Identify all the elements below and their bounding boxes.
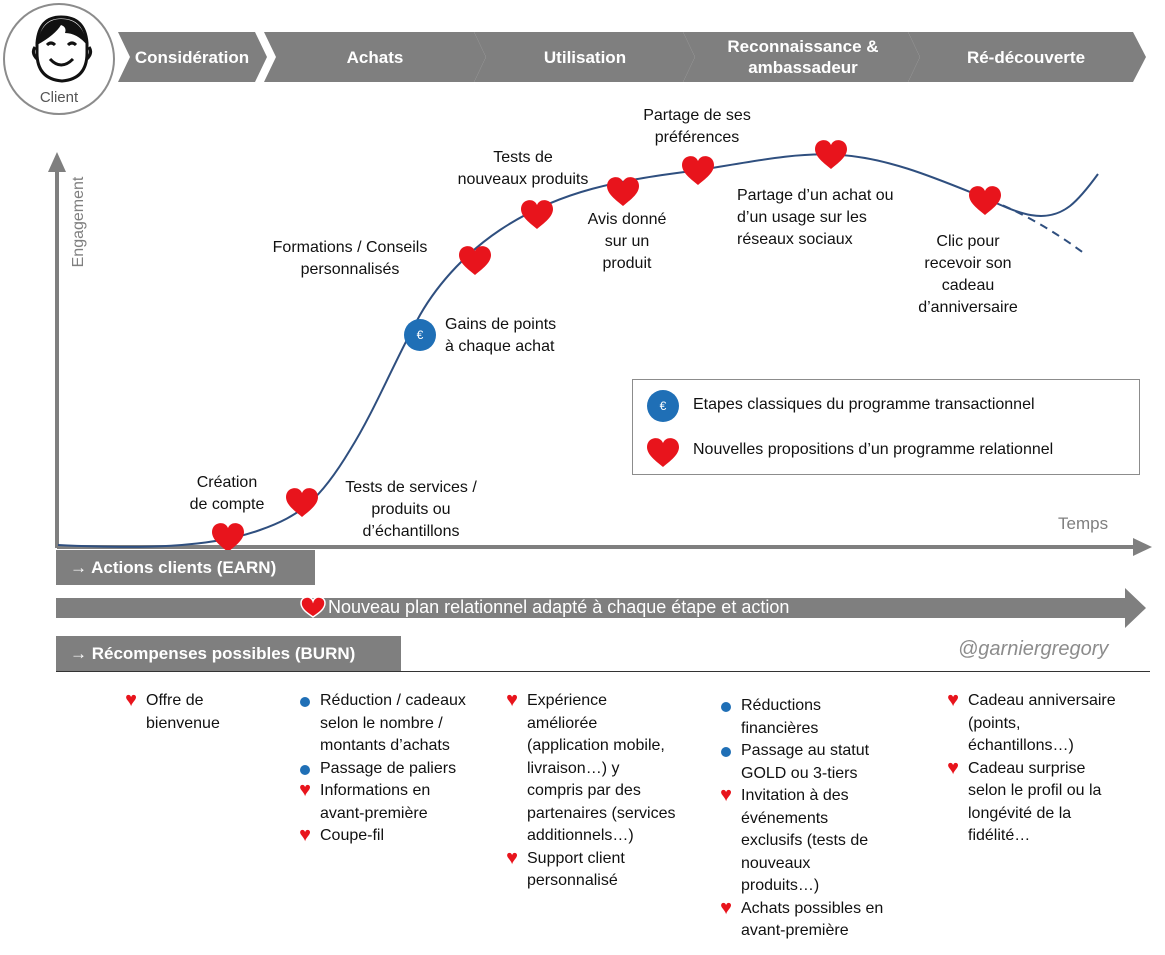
heart-icon: ♥ <box>125 689 137 711</box>
dot-icon <box>296 758 314 783</box>
engagement-chart <box>48 140 1152 556</box>
milestone-avis: Avis donné sur un produit <box>587 211 667 272</box>
reward-item: ♥Coupe-fil <box>296 825 506 848</box>
reward-item: Passage au statut GOLD ou 3-tiers <box>717 740 927 785</box>
milestone-tests-services: Tests de services / produits ou d’échant… <box>345 479 477 540</box>
heart-icon: ♥ <box>506 846 518 869</box>
reward-item: ♥Support client personnalisé <box>503 848 713 893</box>
y-axis-label: Engagement <box>70 176 87 268</box>
euro-icon: € <box>404 319 436 351</box>
phase-band <box>118 32 1146 82</box>
reward-item: Passage de paliers <box>296 758 506 781</box>
client-label: Client <box>39 89 79 106</box>
reward-item: Réductions financières <box>717 695 927 740</box>
client-avatar: Client <box>3 3 115 115</box>
heart-icon: ♥ <box>720 784 732 806</box>
phase-chevron-1 <box>118 32 267 82</box>
phase-chevron-2 <box>264 32 486 82</box>
legend-heart-icon <box>647 438 679 467</box>
heart-icon: ♥ <box>720 896 732 919</box>
heart-icon <box>815 140 847 169</box>
milestone-creation-compte: Création de compte <box>189 474 265 513</box>
legend: € Etapes classiques du programme transac… <box>632 379 1140 475</box>
x-axis-label: Temps <box>1058 514 1109 533</box>
reward-item: ♥Expérience améliorée (application mobil… <box>503 690 713 848</box>
legend-euro-icon: € <box>647 390 679 422</box>
plan-heart-icon <box>300 596 326 618</box>
phase-chevron-4 <box>683 32 920 82</box>
reward-item: ♥Offre de bienvenue <box>122 690 272 735</box>
reward-item: ♥Invitation à des événements exclusifs (… <box>717 785 927 898</box>
heart-icon <box>286 488 318 517</box>
phase-chevron-5 <box>908 32 1146 82</box>
legend-euro-label: Etapes classiques du programme transacti… <box>693 396 1035 413</box>
x-axis-arrow <box>1133 538 1152 556</box>
dot-icon <box>296 690 314 715</box>
reward-item: Réduction / cadeaux selon le nombre / mo… <box>296 690 506 758</box>
heart-icon: ♥ <box>299 779 311 801</box>
reward-column-5: ♥Cadeau anniversaire (points, échantillo… <box>944 690 1154 848</box>
reward-column-3: ♥Expérience améliorée (application mobil… <box>503 690 713 893</box>
heart-icon <box>459 246 491 275</box>
plan-arrow <box>56 588 1146 628</box>
dot-icon <box>717 695 735 720</box>
reward-column-1: ♥Offre de bienvenue <box>122 690 272 735</box>
milestone-formations: Formations / Conseils personnalisés <box>272 239 428 278</box>
dot-icon <box>717 740 735 765</box>
phase-reconnaissance: Reconnaissance & ambassadeur <box>727 37 879 77</box>
plan-label: Nouveau plan relationnel adapté à chaque… <box>328 597 790 617</box>
heart-icon: ♥ <box>947 689 959 711</box>
face-icon <box>31 15 93 83</box>
burn-bar: → Récompenses possibles (BURN) <box>56 636 401 671</box>
earn-bar: → Actions clients (EARN) <box>56 550 315 585</box>
heart-icon: ♥ <box>299 824 311 846</box>
milestone-partage-preferences: Partage de ses préférences <box>643 107 751 146</box>
milestone-tests-produits: Tests de nouveaux produits <box>457 149 589 188</box>
milestone-gains-points: Gains de points à chaque achat <box>445 316 557 355</box>
reward-item: ♥Informations en avant-première <box>296 780 506 825</box>
divider <box>56 671 1150 672</box>
heart-icon <box>969 186 1001 215</box>
y-axis-arrow <box>48 152 66 172</box>
phase-redecouverte: Ré-découverte <box>966 47 1086 67</box>
phase-utilisation: Utilisation <box>543 47 627 67</box>
author-handle: @garniergregory <box>958 638 1109 660</box>
legend-heart-label: Nouvelles propositions d’un programme re… <box>693 441 1054 458</box>
reward-item: ♥Cadeau surprise selon le profil ou la l… <box>944 758 1154 848</box>
phase-achats: Achats <box>346 47 404 67</box>
heart-icon: ♥ <box>506 689 518 711</box>
heart-icon <box>682 156 714 185</box>
heart-icon: ♥ <box>947 756 959 779</box>
reward-item: ♥Achats possibles en avant-première <box>717 898 927 943</box>
reward-column-2: Réduction / cadeaux selon le nombre / mo… <box>296 690 506 848</box>
phase-chevron-3 <box>474 32 695 82</box>
reward-column-4: Réductions financières Passage au statut… <box>717 695 927 943</box>
milestone-partage-achat: Partage d’un achat ou d’un usage sur les… <box>737 187 894 248</box>
reward-item: ♥Cadeau anniversaire (points, échantillo… <box>944 690 1154 758</box>
milestone-clic-cadeau: Clic pour recevoir son cadeau d’annivers… <box>918 233 1018 316</box>
heart-icon <box>521 200 553 229</box>
phase-consideration: Considération <box>134 47 250 67</box>
